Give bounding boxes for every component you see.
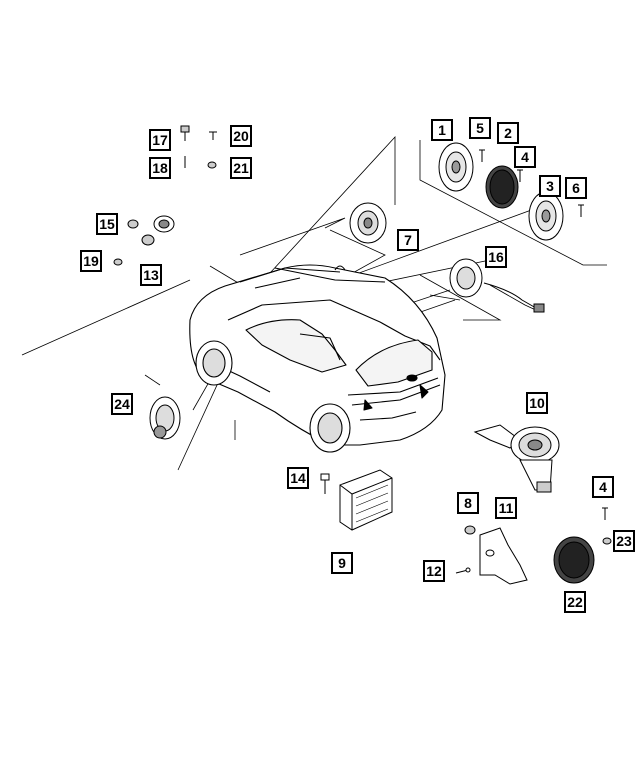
callout-20[interactable]: 20 [230, 125, 252, 147]
part-bolt-14 [320, 473, 330, 494]
part-tweeter-7 [349, 202, 387, 244]
callout-7[interactable]: 7 [397, 229, 419, 251]
callout-24[interactable]: 24 [111, 393, 133, 415]
part-tweeter-16 [449, 258, 545, 313]
part-nut-23 [602, 537, 612, 545]
part-screws-4-5-6 [479, 149, 608, 520]
leader-lines [21, 135, 607, 471]
part-subwoofer-10 [473, 424, 560, 493]
part-grille-2 [485, 165, 519, 209]
callout-18[interactable]: 18 [149, 157, 171, 179]
callout-10[interactable]: 10 [526, 392, 548, 414]
callout-15[interactable]: 15 [96, 213, 118, 235]
callout-14[interactable]: 14 [287, 467, 309, 489]
callout-21[interactable]: 21 [230, 157, 252, 179]
callout-17[interactable]: 17 [149, 129, 171, 151]
part-grille-22 [553, 536, 595, 584]
callout-11[interactable]: 11 [495, 497, 517, 519]
callout-3[interactable]: 3 [539, 175, 561, 197]
callout-2[interactable]: 2 [497, 122, 519, 144]
callout-9[interactable]: 9 [331, 552, 353, 574]
part-tweeter-15 [153, 215, 175, 233]
callout-8[interactable]: 8 [457, 492, 479, 514]
part-screw-12 [455, 567, 471, 574]
callout-4-bottom[interactable]: 4 [592, 476, 614, 498]
callout-12[interactable]: 12 [423, 560, 445, 582]
callout-23[interactable]: 23 [613, 530, 635, 552]
callout-16[interactable]: 16 [485, 246, 507, 268]
callout-22[interactable]: 22 [564, 591, 586, 613]
part-speaker-1 [438, 142, 474, 192]
callout-13[interactable]: 13 [140, 264, 162, 286]
part-amplifier-9 [339, 469, 393, 531]
part-speaker-3 [528, 191, 564, 241]
callout-5[interactable]: 5 [469, 117, 491, 139]
callout-1[interactable]: 1 [431, 119, 453, 141]
callout-19[interactable]: 19 [80, 250, 102, 272]
part-bracket-11 [479, 527, 528, 585]
vehicle-drawing [189, 264, 446, 453]
part-small-hardware [113, 125, 217, 266]
callout-6[interactable]: 6 [565, 177, 587, 199]
part-nut-8 [464, 525, 476, 535]
part-speaker-24 [149, 396, 181, 440]
callout-4-top[interactable]: 4 [514, 146, 536, 168]
